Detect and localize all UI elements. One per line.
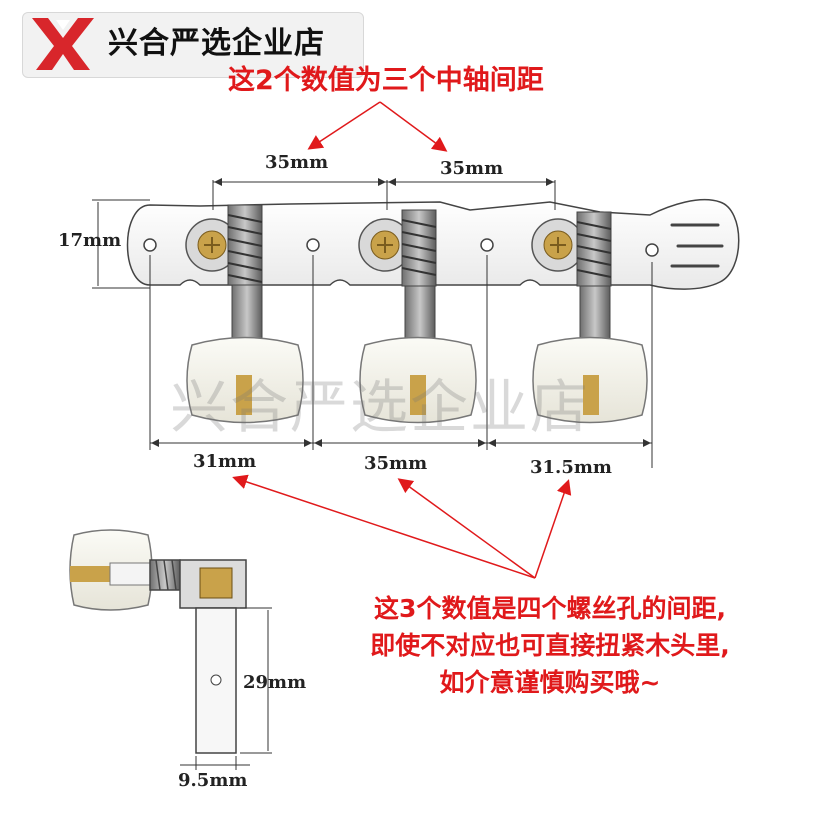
roller-1 <box>185 218 239 272</box>
hole-spacing-3: 31.5mm <box>530 457 612 478</box>
logo-icon <box>32 18 94 70</box>
bottom-note-line-2: 即使不对应也可直接扭紧木头里, <box>370 631 730 660</box>
post-length: 29mm <box>243 672 307 693</box>
knob-2 <box>359 336 477 424</box>
shop-name: 兴合严选企业店 <box>108 26 325 61</box>
bottom-dimension-lines <box>149 255 653 468</box>
plate-height-lines <box>92 199 150 289</box>
knob-3 <box>532 336 648 424</box>
bottom-note-line-1: 这3个数值是四个螺丝孔的间距, <box>374 594 726 623</box>
roller-3 <box>531 218 585 272</box>
watermark: 兴合严选企业店 <box>170 373 591 441</box>
worm-gear-2 <box>401 209 437 342</box>
screw-hole-3 <box>480 238 494 252</box>
knob-1 <box>186 336 304 424</box>
bottom-note-line-3: 如介意谨慎购买哦~ <box>439 668 661 697</box>
top-note: 这2个数值为三个中轴间距 <box>228 65 544 96</box>
side-post-hole <box>210 674 222 686</box>
post-width: 9.5mm <box>178 770 248 791</box>
side-worm <box>149 559 181 591</box>
screw-hole-2 <box>306 238 320 252</box>
hole-spacing-1: 31mm <box>193 451 257 472</box>
worm-gear-1 <box>227 204 263 341</box>
side-brass-insert <box>70 566 110 582</box>
bottom-note: 这3个数值是四个螺丝孔的间距, 即使不对应也可直接扭紧木头里, 如介意谨慎购买哦… <box>300 590 800 701</box>
plate-height: 17mm <box>58 230 122 251</box>
red-pointer-lines <box>232 101 572 579</box>
worm-gear-3 <box>576 211 612 342</box>
axis-spacing-1: 35mm <box>265 152 329 173</box>
side-shaft <box>109 562 153 586</box>
top-dimension-lines <box>212 178 556 210</box>
screw-hole-1 <box>143 238 157 252</box>
hole-spacing-2: 35mm <box>364 453 428 474</box>
side-view <box>69 529 272 770</box>
axis-spacing-2: 35mm <box>440 158 504 179</box>
side-gear <box>199 567 233 599</box>
screw-hole-4 <box>645 243 659 257</box>
